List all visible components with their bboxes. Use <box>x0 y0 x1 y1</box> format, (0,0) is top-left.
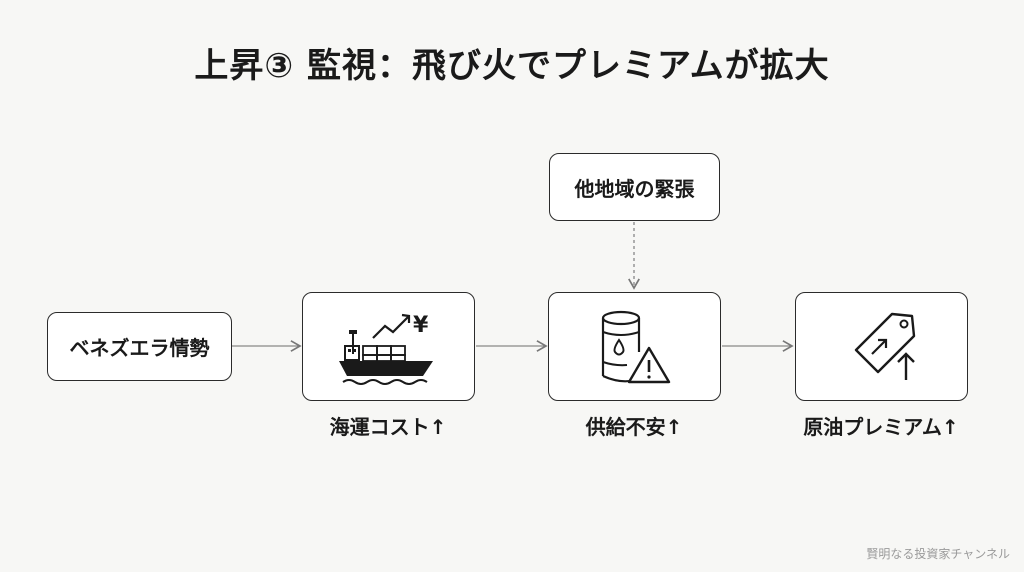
shipping-cost-label: 海運コスト↑ <box>329 415 447 439</box>
yen-symbol: ¥ <box>413 313 429 338</box>
other-region-tension-label: 他地域の緊張 <box>574 176 695 201</box>
supply-anxiety-box <box>548 292 721 401</box>
oil-barrel-warning-icon <box>601 310 670 383</box>
channel-watermark: 賢明なる投資家チャンネル <box>866 547 1010 561</box>
price-tag-up-icon <box>854 312 915 380</box>
supply-anxiety-label: 供給不安↑ <box>585 415 683 439</box>
oil-premium-box <box>795 292 968 401</box>
page-title: 上昇③ 監視：飛び火でプレミアムが拡大 <box>194 46 830 86</box>
cargo-ship-icon: ¥ <box>338 313 433 385</box>
shipping-cost-box: ¥ <box>302 292 475 401</box>
venezuela-situation-label: ベネズエラ情勢 <box>69 336 210 360</box>
venezuela-situation-box: ベネズエラ情勢 <box>47 312 232 381</box>
other-region-tension-box: 他地域の緊張 <box>549 153 720 221</box>
oil-premium-label: 原油プレミアム↑ <box>803 415 959 439</box>
